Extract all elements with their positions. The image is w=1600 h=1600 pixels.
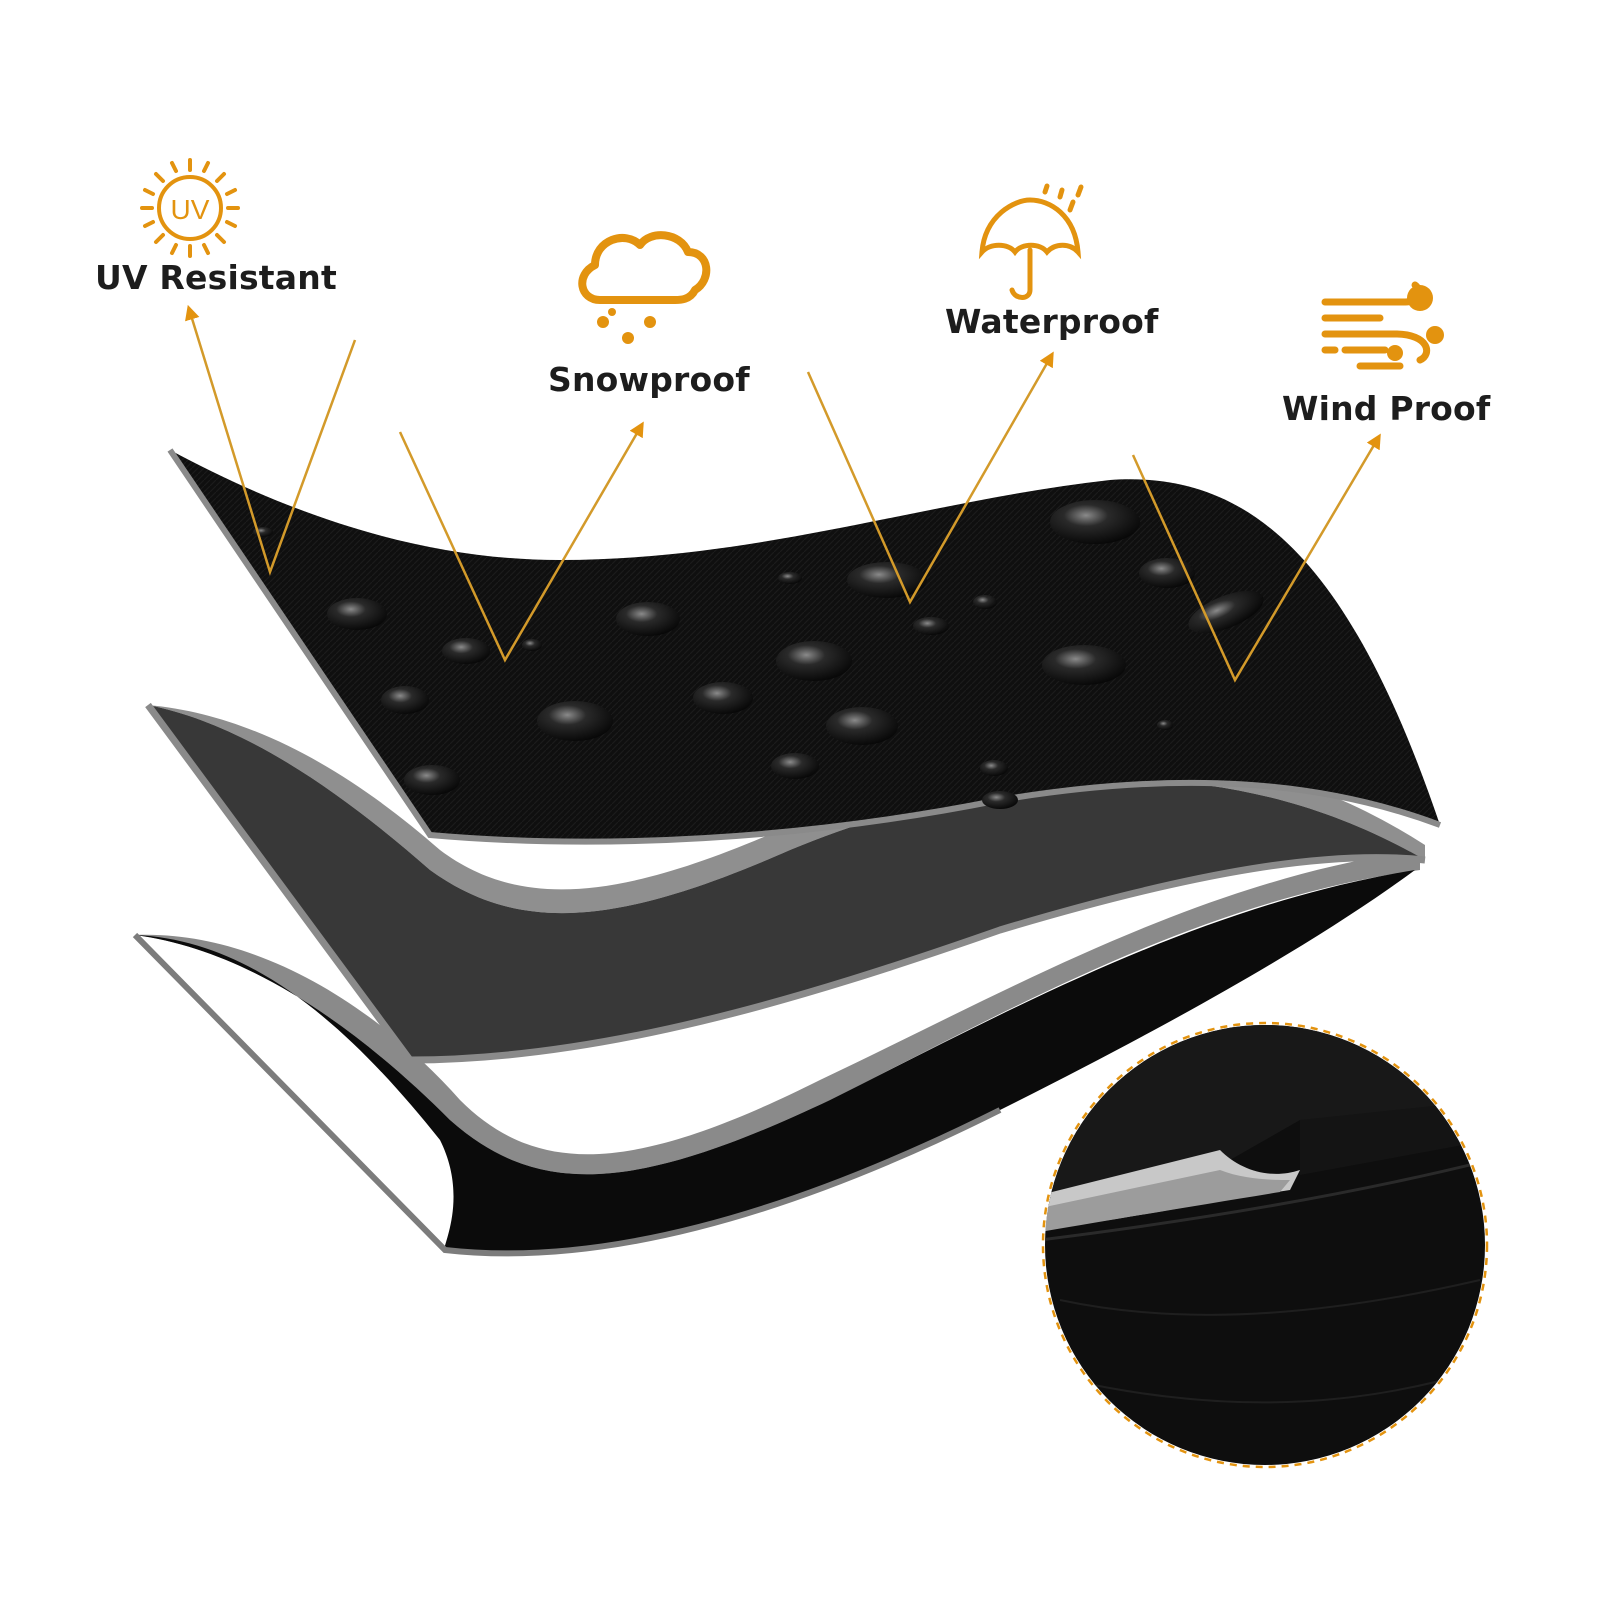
pointer-lines: [185, 304, 1381, 683]
wind-dot: [1407, 285, 1433, 311]
water-droplet: [381, 686, 429, 714]
wind-proof-label: Wind Proof: [1282, 389, 1491, 428]
snowproof-label: Snowproof: [548, 360, 750, 399]
water-droplet: [327, 598, 387, 630]
water-droplet: [847, 562, 927, 598]
umbrella-rain-icon: [978, 183, 1084, 300]
water-droplet: [522, 639, 542, 651]
water-droplet: [693, 682, 753, 714]
water-droplet: [1188, 590, 1264, 634]
water-droplet: [771, 753, 819, 779]
waterproof-label: Waterproof: [945, 302, 1159, 341]
snowflakes: [597, 308, 656, 344]
water-droplet: [1157, 720, 1173, 730]
water-droplet: [1050, 500, 1140, 544]
wind-dot: [1387, 345, 1403, 361]
water-droplet: [442, 638, 490, 664]
water-droplets: [253, 500, 1264, 809]
uv-resistant-label: UV Resistant: [95, 258, 337, 297]
water-droplet: [982, 791, 1018, 809]
uv-pointer: [185, 304, 357, 576]
snow-cloud-icon: [578, 231, 711, 304]
water-droplet: [616, 602, 680, 636]
water-droplet: [537, 701, 613, 741]
snow-pointer: [398, 421, 644, 663]
water-droplet: [404, 765, 460, 795]
wind-dot: [1426, 326, 1444, 344]
water-droplet: [973, 595, 997, 609]
wind-pointer: [1131, 433, 1381, 683]
water-droplet: [826, 707, 898, 745]
water-droplet: [778, 572, 802, 584]
sun-uv-icon: [140, 158, 240, 258]
water-droplet: [913, 617, 949, 635]
water-pointer: [806, 351, 1054, 605]
bottom-fabric-layer: [132, 850, 1420, 1257]
water-droplet: [1139, 558, 1195, 588]
water-droplet: [1042, 645, 1126, 685]
water-droplet: [776, 641, 852, 681]
uv-icon-text: UV: [171, 194, 210, 225]
water-droplet: [980, 760, 1008, 776]
fabric-detail-inset: [1041, 1021, 1489, 1469]
